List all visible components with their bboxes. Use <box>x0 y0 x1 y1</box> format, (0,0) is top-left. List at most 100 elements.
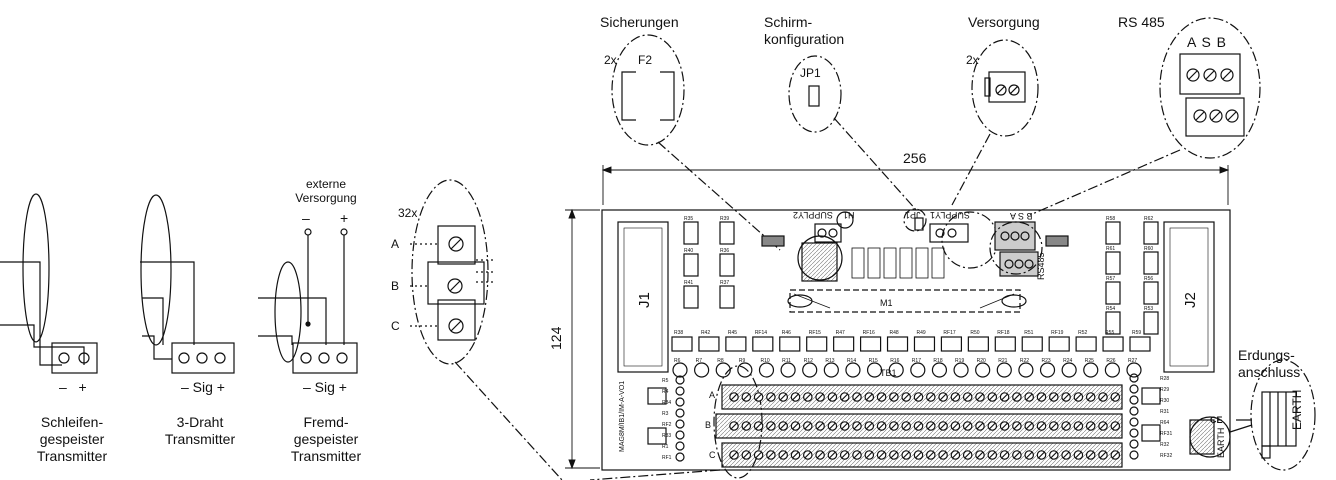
screw-slot <box>915 451 922 459</box>
screw-slot <box>890 422 898 430</box>
screw-slot <box>1001 422 1009 430</box>
connector-j2 <box>1163 221 1215 373</box>
external-caption: Fremd- gespeister Transmitter <box>266 414 386 465</box>
resistor-pad <box>1129 395 1139 405</box>
screw-slot <box>939 451 947 459</box>
h1-label: H1 <box>843 210 855 220</box>
bsa-label: B S A <box>1010 211 1033 221</box>
resistor-pad <box>975 362 991 378</box>
screw-slot <box>1111 422 1119 430</box>
resistor-pad <box>675 452 685 462</box>
screw-slot <box>816 422 824 430</box>
resistor <box>1105 281 1121 305</box>
supply-title: Versorgung <box>968 14 1040 30</box>
resistor-label: RF15 <box>809 330 821 336</box>
resistor-label: RF16 <box>863 330 875 336</box>
resistor-pad <box>996 362 1012 378</box>
loop-minus: – <box>59 379 67 395</box>
external-terminal-labels: – Sig + <box>303 379 347 395</box>
resistor-label: R37 <box>720 280 729 286</box>
screw-slot <box>1038 451 1045 459</box>
resistor-pad <box>675 386 685 396</box>
screw-slot <box>779 393 787 401</box>
screw-slot <box>755 422 763 430</box>
screw-slot <box>1111 451 1119 459</box>
supply-count: 2x <box>966 53 979 67</box>
caption-line: anschluss <box>1238 364 1301 380</box>
resistor <box>1143 281 1159 305</box>
resistor-label: R54 <box>1106 306 1115 312</box>
screw-slot <box>890 393 898 401</box>
screw-slot <box>976 451 984 459</box>
earth-title: Erdungs- anschluss <box>1238 347 1300 381</box>
screw-slot <box>1074 393 1082 401</box>
resistor-pad <box>1018 362 1034 378</box>
rs485-pins: A S B <box>1187 34 1228 50</box>
tb1-label: TB1 <box>880 368 897 378</box>
screw-slot <box>927 451 935 459</box>
screw-slot <box>730 451 738 459</box>
screw-slot <box>865 422 873 430</box>
external-supply-wiring <box>258 228 358 374</box>
screw-slot <box>988 422 996 430</box>
terminal-block-2pole <box>51 342 98 374</box>
screw-slot <box>804 451 812 459</box>
resistor-pad <box>675 408 685 418</box>
resistor-label: R8 <box>717 358 724 364</box>
callout-fuses <box>611 34 781 251</box>
input-terminal-detail <box>410 179 563 480</box>
screw-slot <box>988 393 996 401</box>
screw-slot <box>915 422 922 430</box>
screw-slot <box>767 451 775 459</box>
screw-slot <box>939 393 947 401</box>
screw-slot <box>878 451 886 459</box>
screw-slot <box>841 393 849 401</box>
resistor-label: R49 <box>916 330 925 336</box>
screw-slot <box>1013 393 1021 401</box>
row-a-label: A <box>391 237 400 251</box>
m1-label: M1 <box>880 298 893 308</box>
three-wire-wiring <box>140 194 235 374</box>
screw-slot <box>1087 422 1095 430</box>
screw-slot <box>1050 422 1058 430</box>
screw-slot <box>1074 422 1082 430</box>
screw-slot <box>890 451 898 459</box>
resistor-pad <box>1129 428 1139 438</box>
resistor-label: R15 <box>869 358 878 364</box>
rs485-board-label: RS485 <box>1036 252 1046 280</box>
screw-slot <box>865 393 873 401</box>
resistor-pad <box>1129 384 1139 394</box>
terminal-block-3pole <box>292 342 358 374</box>
resistor-label: R9 <box>739 358 746 364</box>
resistor <box>859 336 882 352</box>
screw-slot <box>828 451 836 459</box>
caption-line: Transmitter <box>36 448 108 464</box>
resistor <box>1105 221 1121 245</box>
terminal-block-3pole <box>171 342 235 374</box>
screw-slot <box>767 393 775 401</box>
resistor-pad <box>866 362 883 378</box>
resistor-label: R34 <box>662 400 671 406</box>
supply1-label: SUPPLY1 <box>930 210 970 220</box>
resistor-label: R45 <box>728 330 737 336</box>
resistor-pad <box>1039 362 1056 378</box>
resistor-pad <box>1129 417 1139 427</box>
callout-rs485 <box>1029 17 1261 216</box>
resistor-label: R40 <box>684 248 693 254</box>
resistor-pad <box>675 430 685 440</box>
supply-plus: + <box>340 210 349 226</box>
screw-slot <box>841 422 849 430</box>
screw-slot <box>792 393 799 401</box>
resistor-label: R11 <box>782 358 791 364</box>
resistor <box>683 221 699 245</box>
supply2-area <box>801 242 838 282</box>
resistor <box>671 336 693 352</box>
resistor-label: R33 <box>662 433 671 439</box>
shield-title: Schirm- konfiguration <box>764 14 844 48</box>
resistor <box>1048 336 1070 352</box>
part-number: MAG8M/IB1/IM-A-VO1 <box>619 380 626 452</box>
screw-slot <box>792 451 799 459</box>
resistor-label: R23 <box>1042 358 1051 364</box>
screw-slot <box>964 451 972 459</box>
resistor <box>833 336 855 352</box>
